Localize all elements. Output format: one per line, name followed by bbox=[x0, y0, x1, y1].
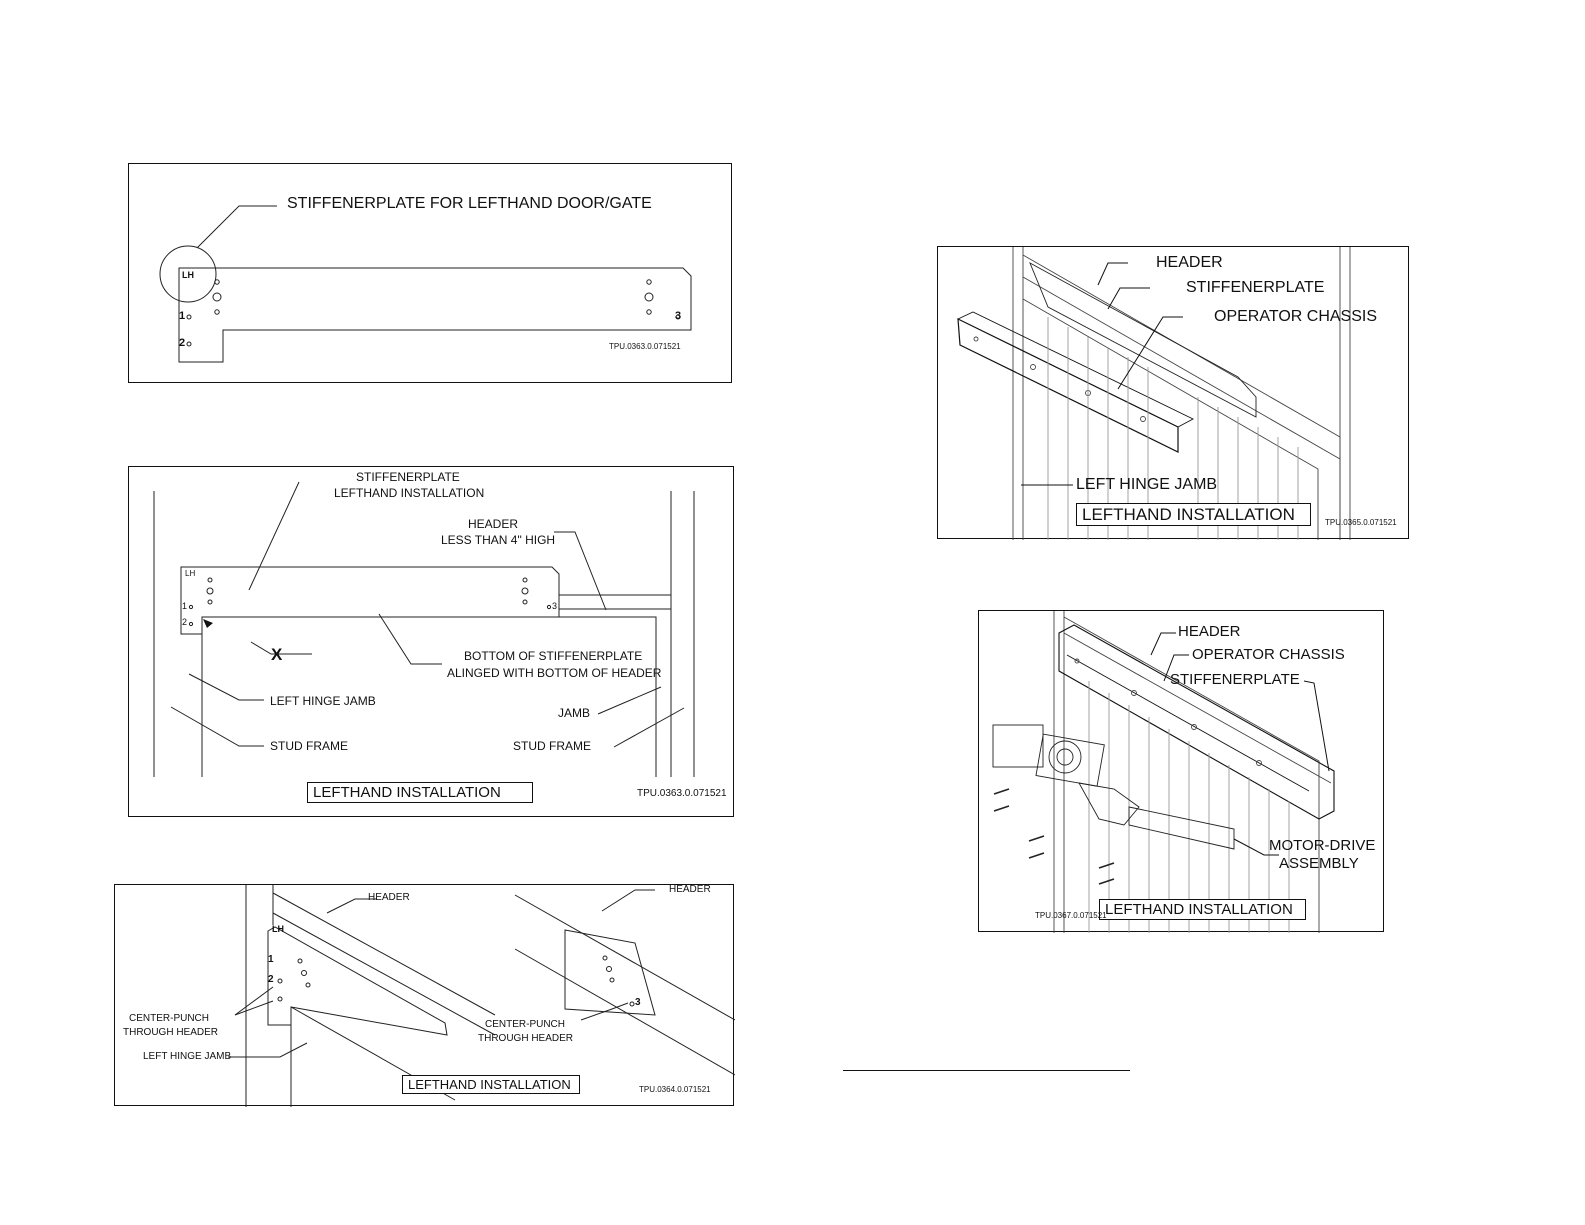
stiffenerplate-drawing bbox=[159, 205, 692, 363]
left-hinge-jamb-label: LEFT HINGE JAMB bbox=[1076, 476, 1218, 493]
center-punch-drawing bbox=[228, 885, 735, 1107]
motor-drive-assembly bbox=[1078, 782, 1140, 826]
center-punch-left-1: CENTER-PUNCH bbox=[129, 1013, 209, 1024]
stiffenerplate-diagram-panel: STIFFENERPLATE FOR LEFTHAND DOOR/GATE LH… bbox=[128, 163, 732, 383]
lefthand-installation-title: LEFTHAND INSTALLATION bbox=[307, 782, 533, 803]
stud-frame-right-label: STUD FRAME bbox=[513, 739, 591, 753]
header-label-2: LESS THAN 4" HIGH bbox=[441, 533, 556, 547]
header-label-1: HEADER bbox=[468, 517, 519, 531]
stiffenerplate bbox=[1029, 261, 1257, 418]
x-marker: X bbox=[271, 645, 283, 664]
hole-1-label: 1 bbox=[179, 310, 186, 322]
header-label: HEADER bbox=[1178, 623, 1241, 640]
hole-3-label: 3 bbox=[675, 310, 682, 322]
header-leader bbox=[554, 531, 607, 611]
motor-drive-drawing bbox=[992, 611, 1335, 933]
motor-drive-panel: HEADER OPERATOR CHASSIS STIFFENERPLATE M… bbox=[978, 610, 1384, 933]
stud-frame-left-label: STUD FRAME bbox=[270, 739, 348, 753]
operator-chassis-drawing bbox=[957, 247, 1351, 540]
bottom-label-2: ALINGED WITH BOTTOM OF HEADER bbox=[447, 666, 662, 680]
diagram-title: STIFFENERPLATE FOR LEFTHAND DOOR/GATE bbox=[287, 195, 652, 212]
hole-3-label: 3 bbox=[635, 997, 641, 1008]
callout-leader bbox=[196, 205, 277, 249]
drawing-ref: TPU.0363.0.071521 bbox=[637, 788, 727, 799]
motor-drive-label-2: ASSEMBLY bbox=[1279, 855, 1359, 872]
stiffenerplate bbox=[180, 566, 560, 635]
lh-callout-circle bbox=[159, 245, 217, 303]
left-hinge-leader bbox=[188, 673, 264, 701]
lh-mark: LH bbox=[272, 924, 284, 934]
drawing-ref: TPU.0365.0.071521 bbox=[1325, 518, 1397, 527]
motor-drive-label-1: MOTOR-DRIVE bbox=[1269, 837, 1376, 854]
bottom-label-1: BOTTOM OF STIFFENERPLATE bbox=[464, 649, 643, 663]
lefthand-installation-title: LEFTHAND INSTALLATION bbox=[1076, 503, 1311, 526]
hole-3-label: 3 bbox=[552, 601, 558, 611]
operator-chassis-label: OPERATOR CHASSIS bbox=[1214, 308, 1377, 325]
jamb-label: JAMB bbox=[558, 706, 591, 720]
hole-2-label: 2 bbox=[179, 337, 186, 349]
stiffenerplate-label: STIFFENERPLATE bbox=[1170, 671, 1300, 688]
hole-1-label: 1 bbox=[268, 954, 274, 965]
stiffenerplate-installation-drawing bbox=[153, 481, 695, 777]
stiffenerplate-leader bbox=[248, 481, 300, 591]
drawing-ref: TPU.0363.0.071521 bbox=[609, 342, 681, 351]
center-punch-right-2: THROUGH HEADER bbox=[478, 1033, 574, 1044]
stiffenerplate-label-2: LEFTHAND INSTALLATION bbox=[334, 486, 485, 500]
footnote-separator bbox=[843, 1070, 1130, 1071]
stiffenerplate-label: STIFFENERPLATE bbox=[1186, 279, 1325, 296]
stiffenerplate-installation-panel: STIFFENERPLATE LEFTHAND INSTALLATION HEA… bbox=[128, 466, 734, 817]
hole-2-label: 2 bbox=[268, 974, 274, 985]
lefthand-installation-title: LEFTHAND INSTALLATION bbox=[1099, 899, 1306, 920]
operator-chassis bbox=[957, 317, 1179, 453]
bottom-leader bbox=[378, 613, 442, 665]
lefthand-installation-title: LEFTHAND INSTALLATION bbox=[402, 1075, 580, 1094]
drawing-ref: TPU.0367.0.071521 bbox=[1035, 911, 1107, 920]
stud-left-leader bbox=[170, 706, 264, 747]
header-label-right: HEADER bbox=[669, 884, 711, 895]
motor-housing bbox=[992, 724, 1044, 768]
left-hinge-jamb-label: LEFT HINGE JAMB bbox=[143, 1051, 232, 1062]
center-punch-panel: HEADER HEADER LH 1 2 3 CENTER-PUNCH THRO… bbox=[114, 884, 735, 1107]
stiffenerplate-outline bbox=[178, 267, 692, 363]
stiffenerplate-label-1: STIFFENERPLATE bbox=[356, 470, 460, 484]
drawing-ref: TPU.0364.0.071521 bbox=[639, 1085, 711, 1094]
stiffenerplate-right bbox=[564, 929, 656, 1016]
x-arrowhead bbox=[203, 619, 213, 628]
jamb-leader bbox=[597, 686, 662, 715]
lh-mark: LH bbox=[185, 569, 196, 578]
hole-1-label: 1 bbox=[182, 601, 188, 611]
stiffenerplate-left bbox=[267, 926, 448, 1036]
operator-chassis bbox=[1058, 624, 1335, 820]
left-hinge-jamb-label: LEFT HINGE JAMB bbox=[270, 694, 376, 708]
operator-chassis-label: OPERATOR CHASSIS bbox=[1192, 646, 1345, 663]
header-label: HEADER bbox=[1156, 254, 1223, 271]
header-label-left: HEADER bbox=[368, 892, 410, 903]
center-punch-left-2: THROUGH HEADER bbox=[123, 1027, 219, 1038]
hole-2-label: 2 bbox=[182, 617, 188, 627]
center-punch-right-1: CENTER-PUNCH bbox=[485, 1019, 565, 1030]
operator-chassis-panel: HEADER STIFFENERPLATE OPERATOR CHASSIS L… bbox=[937, 246, 1409, 540]
stud-right-leader bbox=[613, 707, 685, 748]
lh-mark: LH bbox=[182, 270, 194, 280]
